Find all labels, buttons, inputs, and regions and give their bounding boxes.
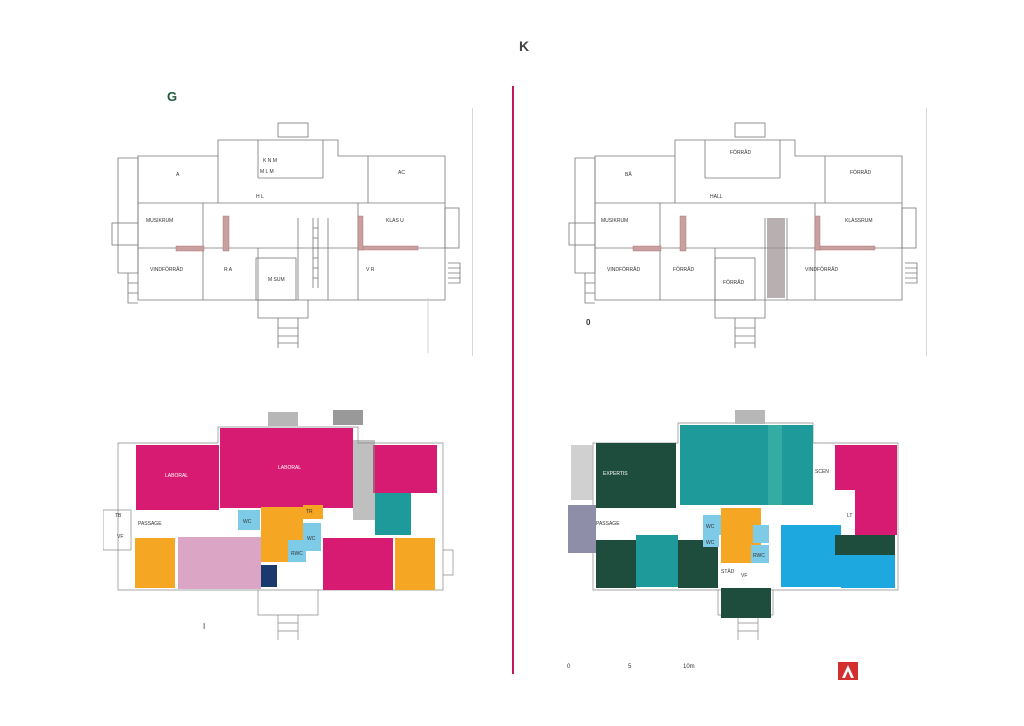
room-label: LABORAL [278,465,301,471]
room-label: MUSIKRUM [146,218,173,224]
room-label: BÅ [625,171,632,178]
room-orange-e [395,538,435,590]
plan-mark: I [203,622,206,631]
room-label: WC [706,540,715,546]
room-label: FÖRRÅD [730,149,752,156]
room-wc [303,523,321,551]
room-wc [703,515,721,535]
room-label: FÖRRÅD [673,266,695,273]
room-orange-w [135,538,175,588]
room-label: FÖRRÅD [850,169,872,176]
room-label: VF [741,573,747,579]
room-green-c [835,535,895,555]
scale-label: 10m [683,664,695,670]
plan-mark: 0 [586,318,591,327]
roof-block [735,410,765,424]
room-label: AC [398,170,405,176]
room-label: VF [117,534,123,540]
room-label: LT [847,513,852,519]
floor-plan-top-left: A K N M M L M AC H L MUSIKRUM KLAS U VIN… [108,118,468,353]
center-divider [512,86,514,674]
floor-plan-bottom-right: EXPERTIS WC WC RWC PASSAGE STÄD VF SCEN … [563,405,923,645]
room-navy [261,565,277,587]
room-label: VINDFÖRRÅD [607,266,640,273]
room-label: PASSAGE [138,521,162,527]
sheet-edge-right [926,108,927,356]
room-rwc [288,540,306,562]
room-label: VINDFÖRRÅD [805,266,838,273]
room-tr [303,505,323,519]
room-label: EXPERTIS [603,471,628,477]
room-label: V R [366,267,375,273]
room-label: WC [706,524,715,530]
room-label: LABORAL [165,473,188,479]
sheet-letter: G [167,89,178,104]
room-grey [568,505,596,553]
room-wc [238,510,260,530]
room-teal [375,493,411,535]
room-label: TB [115,513,122,519]
sheet-edge-left [472,108,473,356]
room-magenta-se [323,538,393,590]
stair-shade [767,218,785,298]
room-label: VINDFÖRRÅD [150,266,183,273]
floor-plan-top-right: FÖRRÅD BÅ FÖRRÅD HALL MUSIKRUM KLASSRUM … [565,118,925,353]
room-pink [178,537,261,589]
scale-label: 0 [567,664,571,670]
room-label: WC [307,536,316,542]
room-label: H L [256,194,264,200]
room-wc-small [753,525,769,543]
room-wc [703,535,719,547]
room-green-b [678,540,718,588]
room-label: TR [306,509,313,515]
scale-label: 5 [628,664,632,670]
room-label: A [176,172,180,178]
room-magenta-ne [373,445,437,493]
room-label: RWC [753,553,765,559]
room-label: FÖRRÅD [723,279,745,286]
room-teal-large [680,425,813,505]
room-label: RWC [291,551,303,557]
floor-plan-bottom-left: LABORAL LABORAL TB PASSAGE WC TR WC RWC … [103,405,463,645]
room-expertis-a [596,443,636,508]
room-expertis-b [636,443,676,508]
room-rwc [751,545,769,563]
stair-shade [571,445,593,500]
room-label: KLAS U [386,218,404,224]
room-laboral-east [220,428,353,508]
room-green-d [721,588,771,618]
room-label: WC [243,519,252,525]
room-label: PASSAGE [596,521,620,527]
room-magenta-b [855,490,897,535]
room-label: HALL [710,194,723,200]
stair-shade [353,440,375,520]
roof-block [333,410,363,425]
room-label: R A [224,267,233,273]
room-green-a [596,540,636,588]
room-teal-a [636,535,678,587]
stair-shade [768,425,782,505]
logo-icon [838,662,858,685]
room-label: SCEN [815,469,829,475]
room-label: K N M [263,158,277,164]
room-sky [781,525,841,587]
room-label: M L M [260,169,274,175]
roof-block [268,412,298,426]
room-label: STÄD [721,568,735,575]
room-label: MUSIKRUM [601,218,628,224]
room-label: KLASSRUM [845,218,873,224]
room-laboral-west [136,445,219,510]
room-label: M SUM [268,277,285,283]
room-magenta-a [835,445,897,490]
page-title: K [519,38,530,54]
room-sky-b [841,550,895,588]
